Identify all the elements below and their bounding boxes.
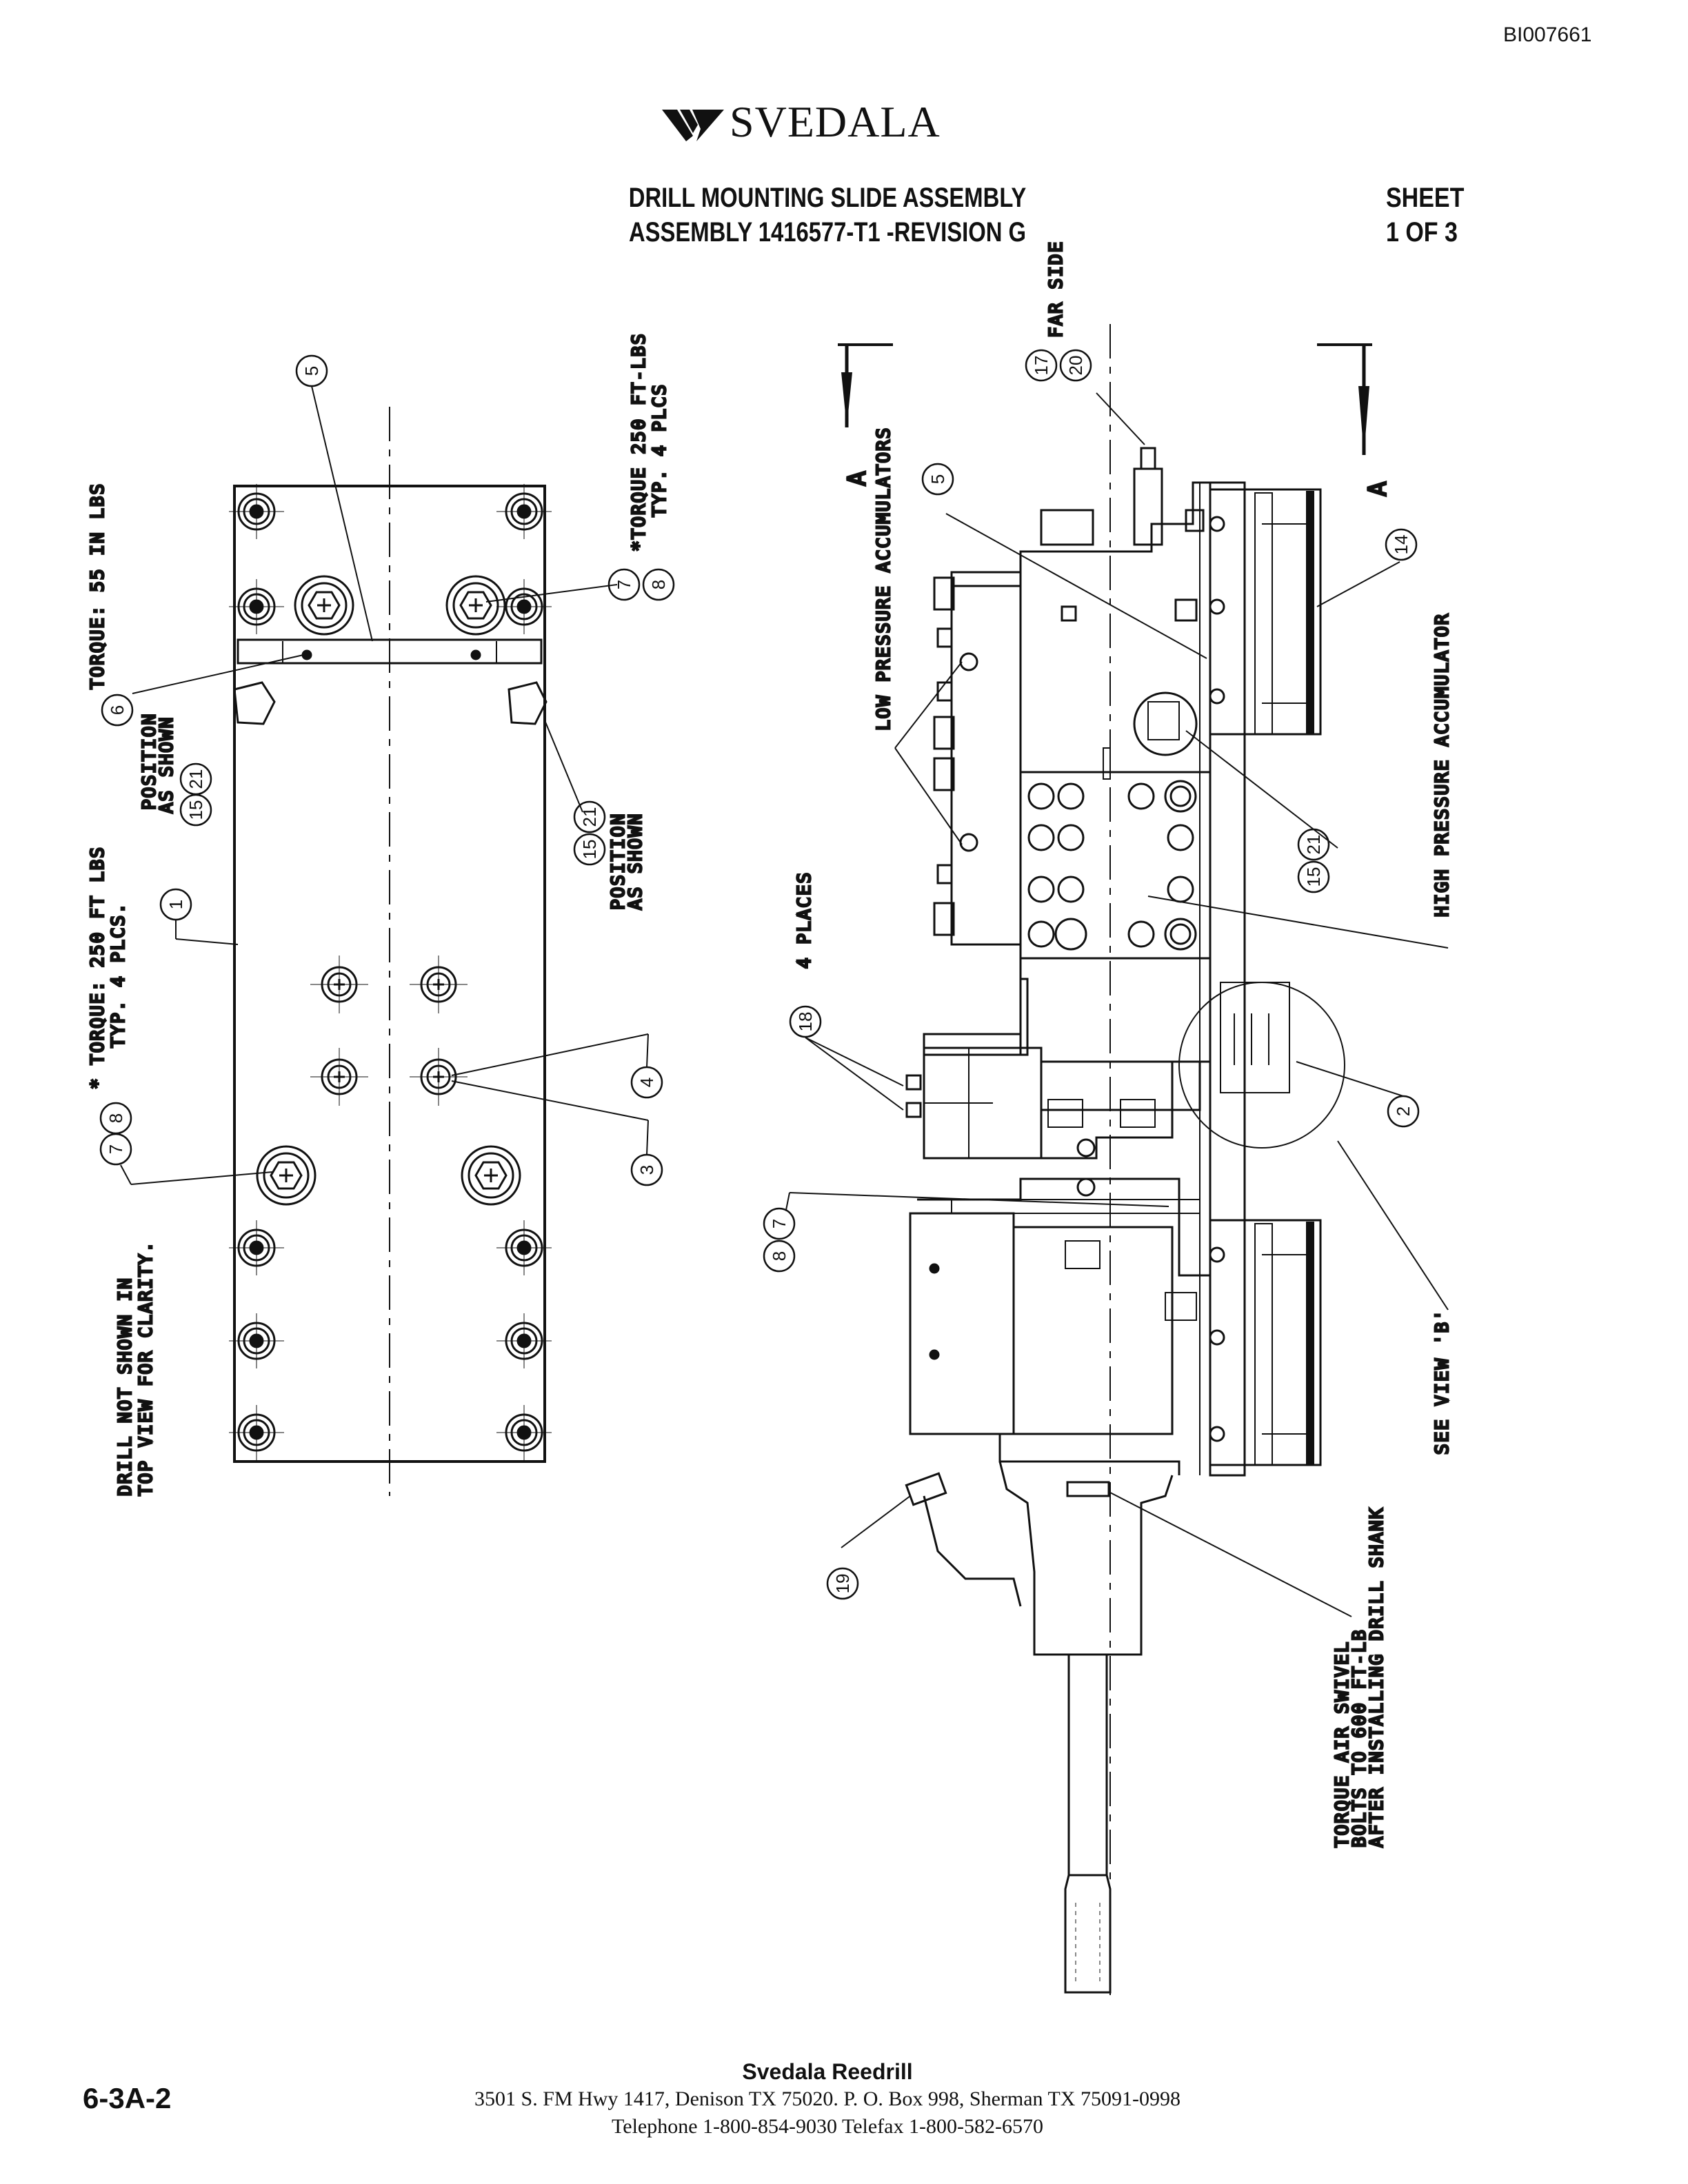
svg-text:7: 7 bbox=[614, 580, 634, 589]
note-torque-55: TORQUE: 55 IN LBS bbox=[88, 483, 108, 689]
svg-text:15: 15 bbox=[1303, 867, 1324, 887]
note-drill-not-shown-line2: TOP VIEW FOR CLARITY. bbox=[136, 1240, 157, 1496]
svg-text:8: 8 bbox=[648, 580, 669, 589]
note-position-right-line2: AS SHOWN bbox=[625, 813, 646, 910]
svg-text:19: 19 bbox=[832, 1574, 853, 1594]
svg-text:3: 3 bbox=[636, 1165, 657, 1175]
svg-text:17: 17 bbox=[1031, 356, 1052, 376]
balloon-21-left: 21 bbox=[179, 762, 212, 796]
svg-text:2: 2 bbox=[1393, 1106, 1414, 1116]
svg-text:21: 21 bbox=[185, 769, 206, 789]
brand-logo: SVEDALA bbox=[662, 97, 941, 148]
top-view bbox=[120, 385, 649, 1496]
footer-company: Svedala Reedrill bbox=[742, 2059, 913, 2084]
svg-text:8: 8 bbox=[106, 1113, 126, 1123]
note-high-pressure-accumulator: HIGH PRESSURE ACCUMULATOR bbox=[1432, 613, 1453, 917]
svg-text:14: 14 bbox=[1391, 535, 1411, 555]
balloon-15-right: 15 bbox=[573, 833, 606, 866]
svg-text:8: 8 bbox=[769, 1251, 790, 1261]
balloon-5-top: 5 bbox=[295, 354, 328, 387]
balloon-15-side: 15 bbox=[1297, 860, 1330, 893]
note-position-left-line1: POSITION bbox=[139, 713, 160, 810]
sheet-label: SHEET bbox=[1386, 183, 1465, 213]
title-line-1: DRILL MOUNTING SLIDE ASSEMBLY bbox=[628, 183, 1027, 213]
brand-name: SVEDALA bbox=[730, 97, 941, 146]
note-torque-250-left-line2: TYP. 4 PLCS. bbox=[108, 902, 129, 1048]
hex-nut-right bbox=[508, 681, 547, 725]
cross-bar bbox=[237, 638, 543, 665]
balloon-18: 18 bbox=[789, 1005, 822, 1038]
drawing-title: DRILL MOUNTING SLIDE ASSEMBLY ASSEMBLY 1… bbox=[545, 181, 1110, 250]
balloon-14: 14 bbox=[1385, 528, 1418, 561]
page-number: 6-3A-2 bbox=[83, 2082, 172, 2114]
balloon-15-left: 15 bbox=[179, 793, 212, 827]
balloon-19: 19 bbox=[826, 1567, 859, 1600]
svg-text:4: 4 bbox=[636, 1078, 657, 1087]
svg-text:7: 7 bbox=[769, 1219, 790, 1228]
balloon-20: 20 bbox=[1059, 349, 1092, 382]
document-id: BI007661 bbox=[1503, 23, 1592, 46]
svedala-logo-icon bbox=[662, 110, 724, 141]
balloon-7-top: 7 bbox=[607, 568, 641, 601]
footer-address: 3501 S. FM Hwy 1417, Denison TX 75020. P… bbox=[474, 2087, 1180, 2110]
svg-text:15: 15 bbox=[185, 800, 206, 820]
note-torque-250-left-line1: * TORQUE: 250 FT LBS bbox=[88, 846, 108, 1089]
note-see-view-b: SEE VIEW 'B' bbox=[1432, 1308, 1453, 1455]
svg-text:21: 21 bbox=[579, 807, 600, 827]
svg-text:5: 5 bbox=[927, 474, 948, 484]
note-torque-250-top-line1: *TORQUE 250 FT-LBS bbox=[629, 332, 650, 552]
note-torque-swivel-line3: AFTER INSTALLING DRILL SHANK bbox=[1367, 1507, 1387, 1848]
title-line-2: ASSEMBLY 1416577-T1 -REVISION G bbox=[628, 217, 1027, 247]
balloon-8-left: 8 bbox=[99, 1102, 132, 1135]
balloon-8-side: 8 bbox=[763, 1240, 796, 1273]
svg-text:6: 6 bbox=[107, 705, 128, 715]
note-position-left-line2: AS SHOWN bbox=[157, 716, 177, 813]
section-mark-right: A bbox=[1364, 480, 1392, 496]
sheet-count: 1 OF 3 bbox=[1386, 217, 1458, 247]
note-torque-swivel-line2: BOLTS TO 600 FT-LB bbox=[1349, 1628, 1370, 1848]
balloon-17: 17 bbox=[1025, 349, 1058, 382]
balloon-1: 1 bbox=[159, 888, 192, 921]
note-torque-250-top-line2: TYP. 4 PLCS bbox=[650, 383, 670, 517]
svg-text:20: 20 bbox=[1065, 356, 1086, 376]
balloon-21-right: 21 bbox=[573, 800, 606, 833]
note-4-places: 4 PLACES bbox=[794, 871, 815, 969]
svg-text:21: 21 bbox=[1303, 835, 1324, 855]
svg-text:1: 1 bbox=[165, 900, 186, 909]
footer-phone: Telephone 1-800-854-9030 Telefax 1-800-5… bbox=[612, 2115, 1043, 2138]
svg-text:15: 15 bbox=[579, 840, 600, 860]
balloon-4: 4 bbox=[630, 1066, 663, 1099]
balloon-6: 6 bbox=[101, 694, 134, 727]
balloon-21-side: 21 bbox=[1297, 828, 1330, 861]
balloon-3: 3 bbox=[630, 1153, 663, 1186]
footer: Svedala Reedrill 3501 S. FM Hwy 1417, De… bbox=[345, 2058, 1310, 2141]
hex-nut-left bbox=[233, 681, 276, 725]
balloon-2: 2 bbox=[1387, 1095, 1420, 1128]
svg-text:18: 18 bbox=[795, 1012, 816, 1032]
svg-text:5: 5 bbox=[301, 366, 322, 376]
note-far-side: FAR SIDE bbox=[1046, 241, 1067, 338]
balloon-7-side: 7 bbox=[763, 1207, 796, 1240]
note-drill-not-shown-line1: DRILL NOT SHOWN IN bbox=[115, 1277, 136, 1496]
note-low-pressure-accumulators: LOW PRESSURE ACCUMULATORS bbox=[874, 427, 894, 731]
balloon-7-left: 7 bbox=[99, 1133, 132, 1166]
svg-text:7: 7 bbox=[106, 1144, 126, 1154]
note-position-right-line1: POSITION bbox=[608, 813, 629, 910]
section-mark-left: A bbox=[843, 469, 872, 486]
balloon-8-top: 8 bbox=[642, 568, 675, 601]
balloon-5-side: 5 bbox=[921, 463, 954, 496]
sheet-number: SHEET 1 OF 3 bbox=[1386, 181, 1464, 250]
side-view bbox=[785, 324, 1449, 1999]
note-torque-swivel-line1: TORQUE AIR SWIVEL bbox=[1332, 1641, 1353, 1848]
